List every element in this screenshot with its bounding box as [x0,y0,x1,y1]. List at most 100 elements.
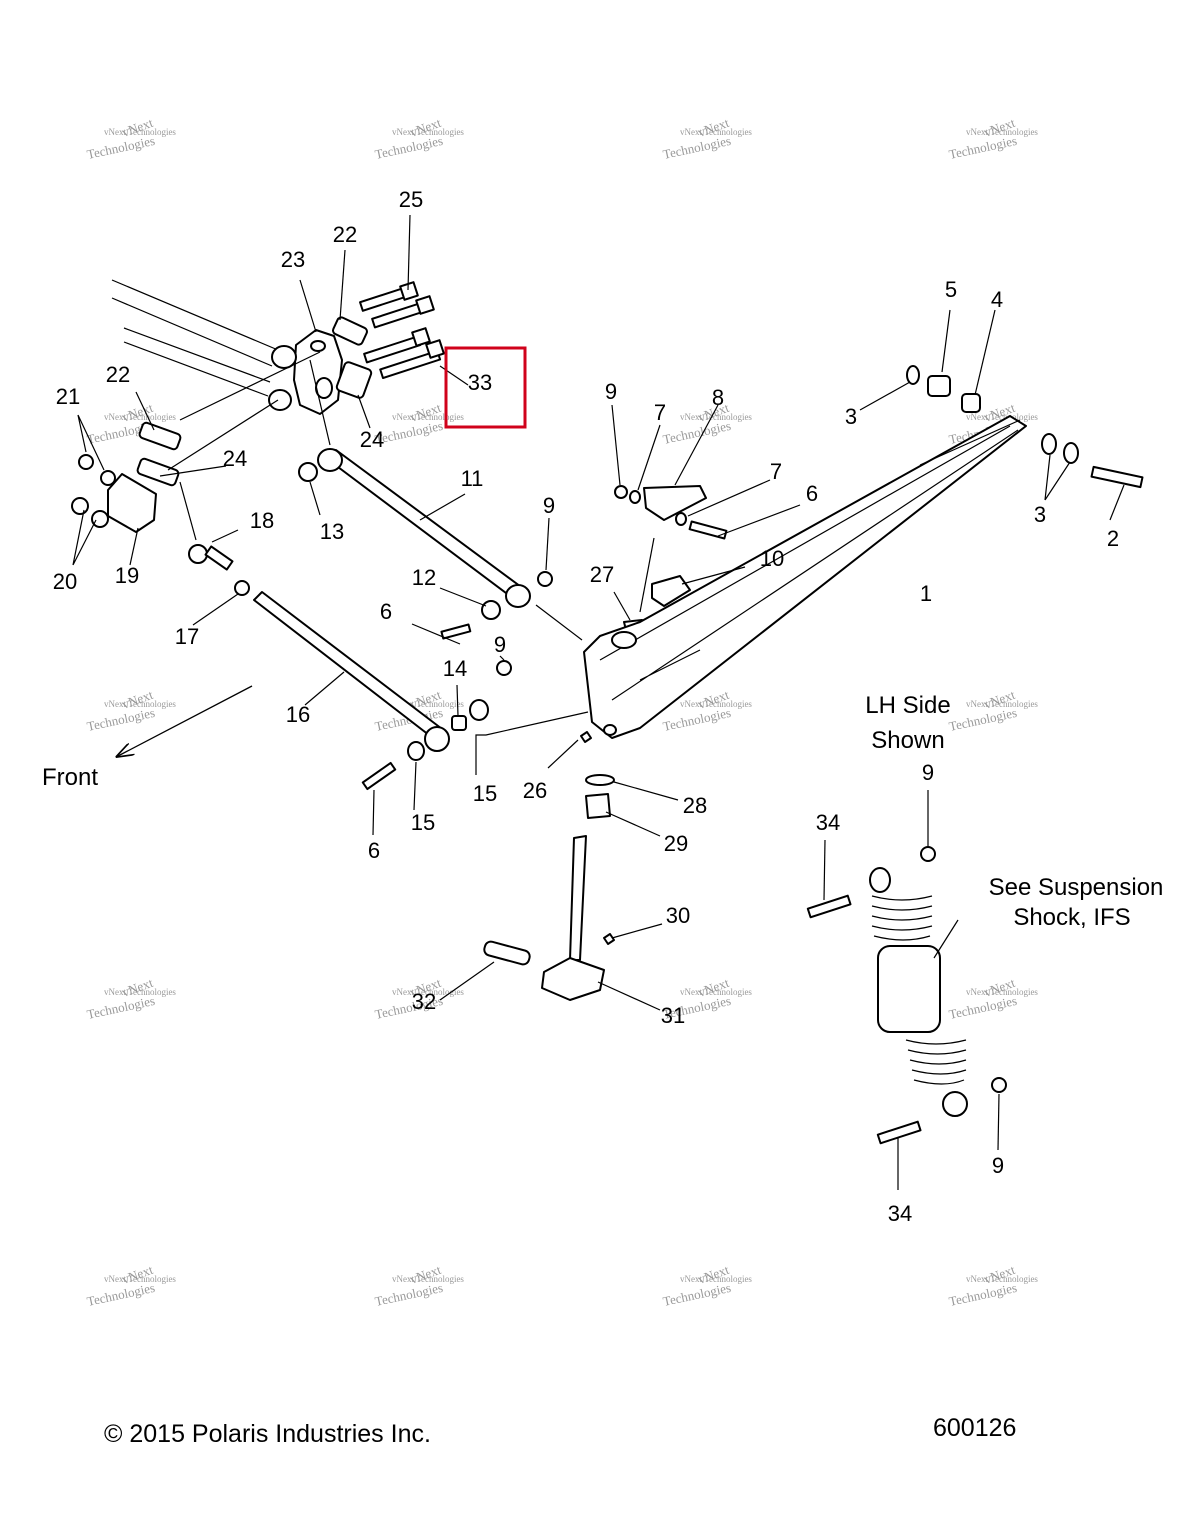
callout-7-lower: 7 [770,459,782,484]
callout-labels: 1 2 3 3 4 5 6 6 6 7 7 8 9 9 9 9 9 10 11 … [53,187,1119,1226]
bushing-15-upper [469,699,489,721]
pin-32 [483,940,531,966]
callout-29: 29 [664,831,688,856]
diagram-notes: Front LH Side Shown See Suspension Shock… [42,692,1163,931]
svg-text:vNext Technologies: vNext Technologies [392,412,464,422]
svg-text:Technologies: Technologies [948,133,1019,162]
callout-8: 8 [712,385,724,410]
svg-text:Technologies: Technologies [662,133,733,162]
front-label: Front [42,764,98,791]
svg-text:Technologies: Technologies [948,993,1019,1022]
svg-text:vNext Technologies: vNext Technologies [104,127,176,137]
svg-text:vNext Technologies: vNext Technologies [392,987,464,997]
callout-3-left: 3 [845,404,857,429]
steering-arm-8 [614,485,728,540]
svg-text:vNext Technologies: vNext Technologies [392,699,464,709]
a-arm-1 [583,415,1027,739]
bolt-6-middle [440,623,472,640]
svg-text:vNext Technologies: vNext Technologies [966,412,1038,422]
drawing-number: 600126 [933,1414,1016,1442]
svg-text:Technologies: Technologies [948,705,1019,734]
copyright-text: © 2015 Polaris Industries Inc. [104,1420,431,1448]
callout-18: 18 [250,508,274,533]
see-note-line2: Shock, IFS [1013,904,1130,931]
callout-27: 27 [590,562,614,587]
fitting-30 [603,933,615,945]
callout-9-shock-lower: 9 [992,1153,1004,1178]
side-note-line1: LH Side [865,692,950,719]
pivot-hardware-3-4-5 [906,365,1144,489]
svg-text:Technologies: Technologies [948,1280,1019,1309]
svg-text:vNext Technologies: vNext Technologies [966,987,1038,997]
washer-15-lower [407,741,425,761]
side-note-line2: Shown [871,727,944,754]
leader-lines [72,214,1125,1190]
callout-13: 13 [320,519,344,544]
ring-28 [585,774,615,786]
svg-text:vNext Technologies: vNext Technologies [680,127,752,137]
callout-34-lower: 34 [888,1201,912,1226]
spindle-31 [541,835,605,1001]
radius-rod-16 [253,591,450,752]
nut-9-top [537,571,553,587]
callout-2: 2 [1107,526,1119,551]
callout-14: 14 [443,656,467,681]
callout-34-upper: 34 [816,810,840,835]
callout-28: 28 [683,793,707,818]
svg-text:vNext Technologies: vNext Technologies [104,987,176,997]
plate-24-lower [136,457,180,487]
grease-fitting-26 [580,731,592,743]
callout-16: 16 [286,702,310,727]
bracket-19 [107,473,157,533]
bolt-6-lower [361,761,397,791]
highlight-box [444,346,527,429]
callout-20: 20 [53,569,77,594]
svg-text:vNext Technologies: vNext Technologies [680,412,752,422]
callout-3-right: 3 [1034,502,1046,527]
callout-24-lower: 24 [223,446,247,471]
callout-6-lower: 6 [368,838,380,863]
svg-text:Technologies: Technologies [86,1280,157,1309]
callout-15-left: 15 [411,810,435,835]
svg-text:Technologies: Technologies [86,993,157,1022]
svg-text:Technologies: Technologies [374,1280,445,1309]
callout-22-top: 22 [333,222,357,247]
svg-text:vNext Technologies: vNext Technologies [392,127,464,137]
nut-9-middle [496,660,512,676]
nut-9-shock-lower [991,1077,1007,1093]
callout-12: 12 [412,565,436,590]
svg-text:vNext Technologies: vNext Technologies [680,699,752,709]
bushing-13 [298,462,318,482]
svg-text:Technologies: Technologies [86,133,157,162]
svg-text:vNext Technologies: vNext Technologies [680,1274,752,1284]
rod-end-18 [188,544,234,571]
callout-1: 1 [920,581,932,606]
callout-6-right: 6 [806,481,818,506]
callout-22-left: 22 [106,362,130,387]
front-arrow [118,685,253,756]
callout-9-top: 9 [543,493,555,518]
callout-10: 10 [760,546,784,571]
nut-9-shock-upper [920,846,936,862]
part-drawings [71,279,1144,1145]
callout-6-middle: 6 [380,599,392,624]
callout-24-upper: 24 [360,427,384,452]
see-note-line1: See Suspension [989,874,1164,901]
bolts-25-33 [359,281,445,380]
bushing-12 [481,600,501,620]
svg-text:Technologies: Technologies [662,1280,733,1309]
callout-11: 11 [461,466,484,491]
callout-9-middle: 9 [494,632,506,657]
plate-24-upper [335,361,373,399]
plate-22-lower [138,421,182,451]
callout-5: 5 [945,277,957,302]
